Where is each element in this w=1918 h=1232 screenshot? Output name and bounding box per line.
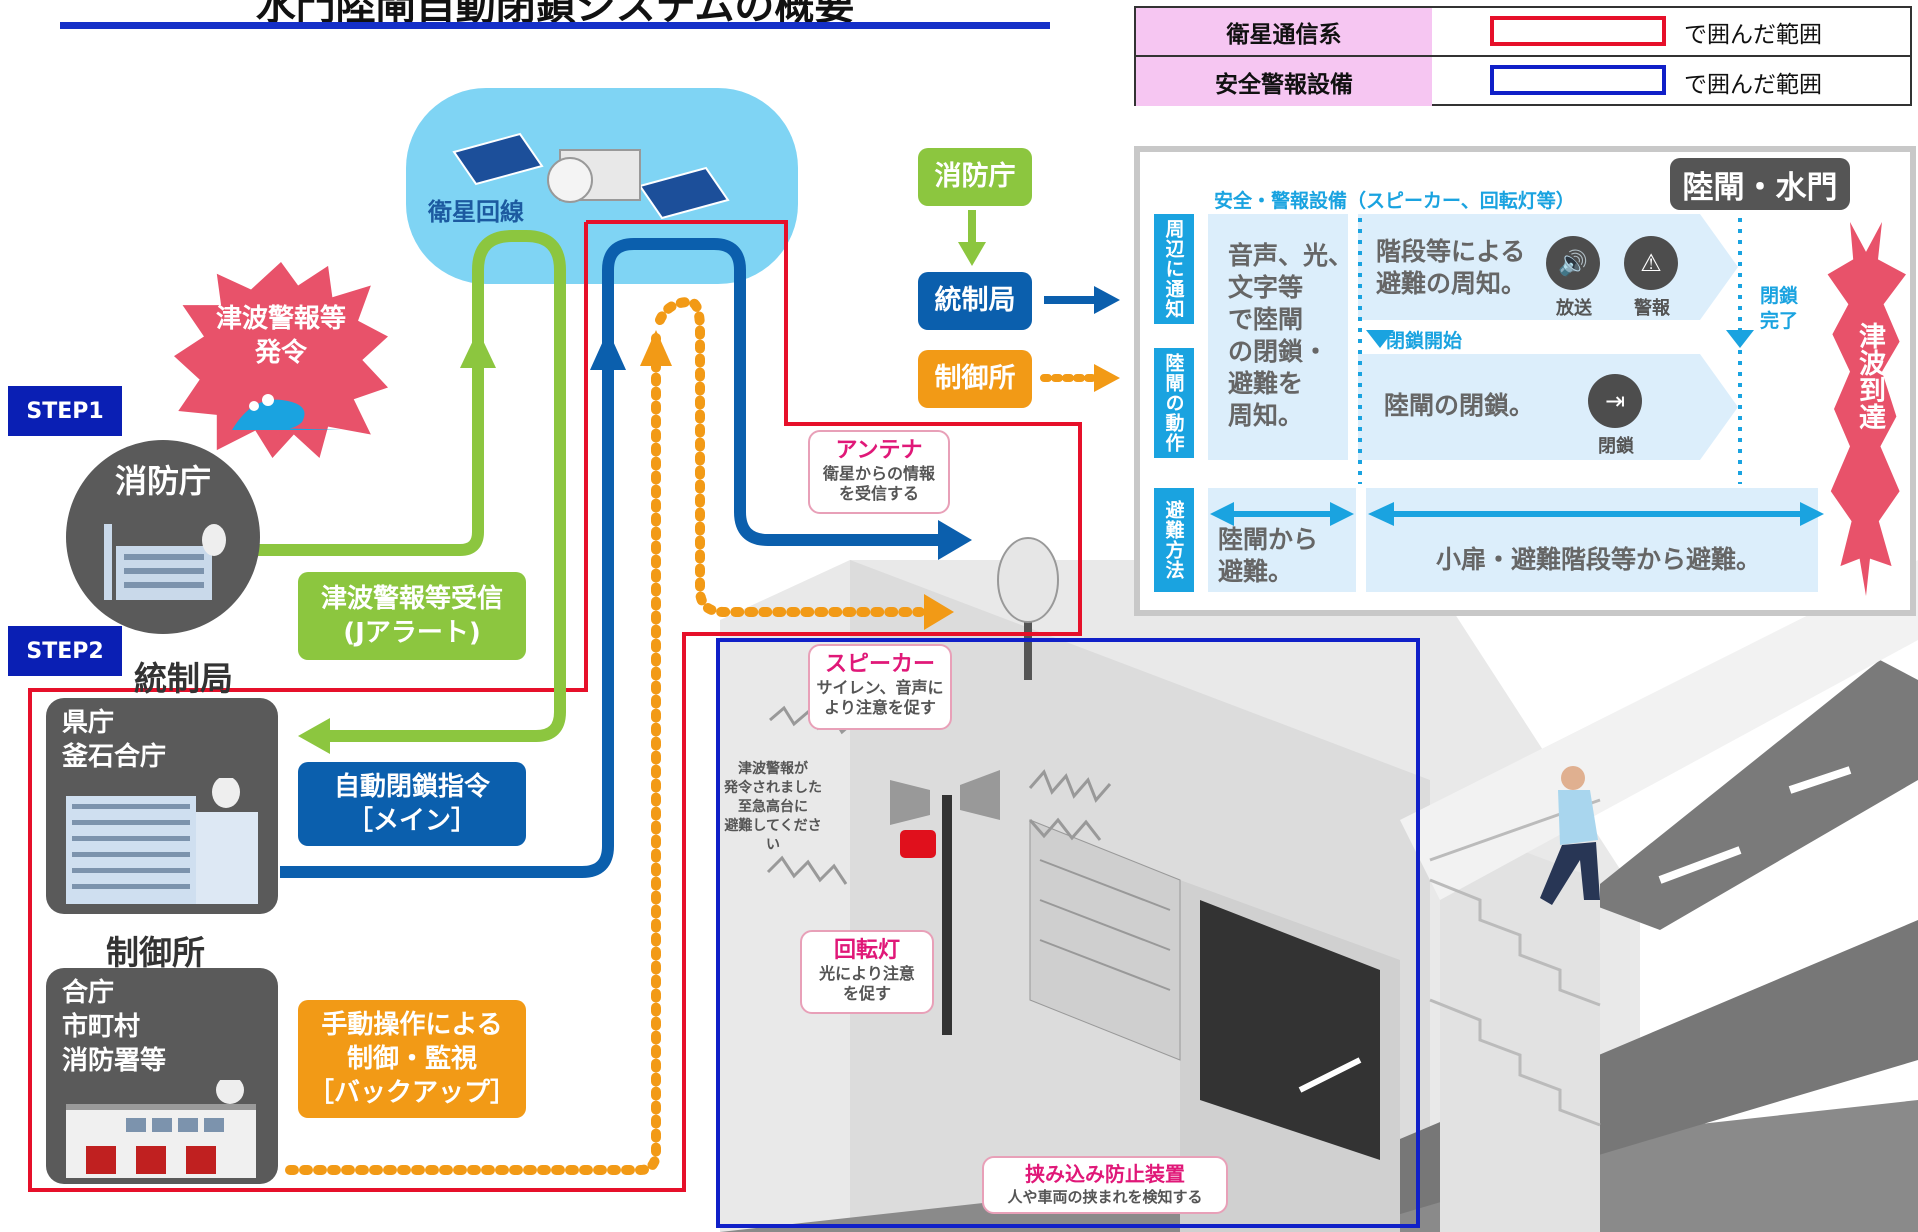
fire-station-icon (66, 1080, 256, 1178)
blue-route (280, 238, 946, 878)
step2-label: STEP2 (8, 626, 122, 676)
control-bureau-node: 県庁 釜石合庁 (46, 698, 278, 914)
legend: 衛星通信系 で囲んだ範囲 安全警報設備 で囲んだ範囲 (1134, 6, 1912, 106)
closing-start-marker (1366, 330, 1394, 348)
control-station-heading: 制御所 (106, 933, 205, 972)
pinch-callout: 挟み込み防止装置 人や車両の挟まれを検知する (982, 1156, 1228, 1214)
tsunami-arrival-text: 津波到達 (1854, 322, 1885, 430)
stairs-text: 階段等による 避難の周知。 (1376, 237, 1527, 298)
fire-agency-node (66, 440, 260, 634)
pinch-title: 挟み込み防止装置 (1025, 1162, 1185, 1186)
antenna-title: アンテナ (835, 438, 923, 463)
evac-right-block (1366, 488, 1818, 592)
announcement-text: 津波警報が 発令されました 至急高台に 避難してください (724, 761, 822, 853)
page-title: 水門陸閘自動閉鎖システムの概要 (255, 0, 855, 29)
antenna-text: 衛星からの情報 を受信する (822, 464, 935, 503)
auto-close-label: 自動閉鎖指令 ［メイン］ (298, 762, 526, 846)
rotating-lamp (900, 830, 936, 858)
legend-label: 安全警報設備 (1136, 57, 1432, 106)
safety-equipment-outline (716, 638, 1420, 1228)
closing-start-label: 閉鎖開始 (1386, 330, 1463, 352)
closing-block (1358, 354, 1738, 460)
timeline-dotted-lines (1358, 218, 1742, 484)
legend-label: 衛星通信系 (1136, 8, 1432, 55)
antenna-callout: アンテナ 衛星からの情報 を受信する (808, 430, 950, 514)
closing-done-label: 閉鎖 完了 (1760, 285, 1799, 332)
prefecture-building-icon (66, 778, 258, 904)
control-station-text: 合庁 市町村 消防署等 (62, 978, 167, 1076)
closing-text: 陸閘の閉鎖。 (1384, 391, 1535, 420)
alarm-label: 警報 (1634, 298, 1670, 319)
control-bureau-heading: 統制局 (134, 659, 233, 698)
broadcast-label: 放送 (1556, 298, 1592, 319)
green-route (258, 230, 566, 742)
title-underline (60, 22, 1050, 29)
close-gate-icon: ⇥ (1588, 374, 1642, 428)
mini-control-bureau: 統制局 (918, 272, 1032, 330)
building-icon (98, 520, 228, 600)
evac-right-text: 小扉・避難階段等から避難。 (1436, 545, 1762, 574)
speaker-callout: スピーカー サイレン、音声に より注意を促す (808, 644, 952, 730)
lamp-title: 回転灯 (833, 938, 900, 963)
speaker-title: スピーカー (824, 652, 935, 677)
control-bureau-text: 県庁 釜石合庁 (62, 708, 167, 772)
alarm-icon: ⚠ (1624, 236, 1678, 290)
wave-icon (232, 392, 342, 432)
equipment-title: 安全・警報設備（スピーカー、回転灯等） (1214, 190, 1575, 212)
mini-control-station: 制御所 (918, 350, 1032, 408)
fire-agency-label: 消防庁 (114, 462, 211, 500)
antenna-dish (997, 537, 1059, 623)
notify-block (1208, 214, 1348, 460)
row-label-evacuation: 避難方法 (1154, 488, 1194, 592)
legend-row-satellite: 衛星通信系 で囲んだ範囲 (1136, 8, 1910, 57)
lamp-text: 光により注意 を促す (819, 964, 915, 1003)
satellite-icon (452, 132, 730, 220)
mini-fire-agency: 消防庁 (918, 148, 1032, 206)
legend-swatch-blue (1490, 65, 1666, 95)
gate-scene (720, 537, 1918, 1232)
evac-arrows (1210, 502, 1824, 526)
orange-route (285, 296, 925, 1175)
legend-text: で囲んだ範囲 (1684, 21, 1822, 48)
legend-text: で囲んだ範囲 (1684, 71, 1822, 98)
satellite-system-outline (28, 220, 1082, 1192)
evac-left-text: 陸閘から 避難。 (1218, 525, 1319, 586)
legend-swatch-red (1490, 16, 1666, 46)
step1-label: STEP1 (8, 386, 122, 436)
broadcast-icon: 🔊 (1546, 236, 1600, 290)
notify-text: 音声、光、 文字等 で陸閘 の閉鎖・ 避難を 周知。 (1228, 241, 1354, 430)
satellite-label: 衛星回線 (428, 198, 524, 226)
warning-receive-label: 津波警報等受信 (Jアラート) (298, 572, 526, 660)
flow-header: 陸閘・水門 (1670, 158, 1850, 210)
close-gate-label: 閉鎖 (1598, 436, 1634, 457)
control-station-node: 合庁 市町村 消防署等 (46, 968, 278, 1184)
lamp-callout: 回転灯 光により注意 を促す (800, 930, 934, 1014)
manual-op-label: 手動操作による 制御・監視 ［バックアップ］ (298, 1000, 526, 1118)
row-label-notify: 周辺に通知 (1154, 214, 1194, 324)
person-head (1561, 766, 1585, 790)
legend-row-safety: 安全警報設備 で囲んだ範囲 (1136, 57, 1910, 106)
pinch-text: 人や車両の挟まれを検知する (1007, 1188, 1203, 1206)
row-label-action: 陸閘の動作 (1154, 348, 1194, 458)
speaker-text: サイレン、音声に より注意を促す (816, 678, 944, 717)
tsunami-warning-text: 津波警報等 発令 (215, 304, 346, 368)
